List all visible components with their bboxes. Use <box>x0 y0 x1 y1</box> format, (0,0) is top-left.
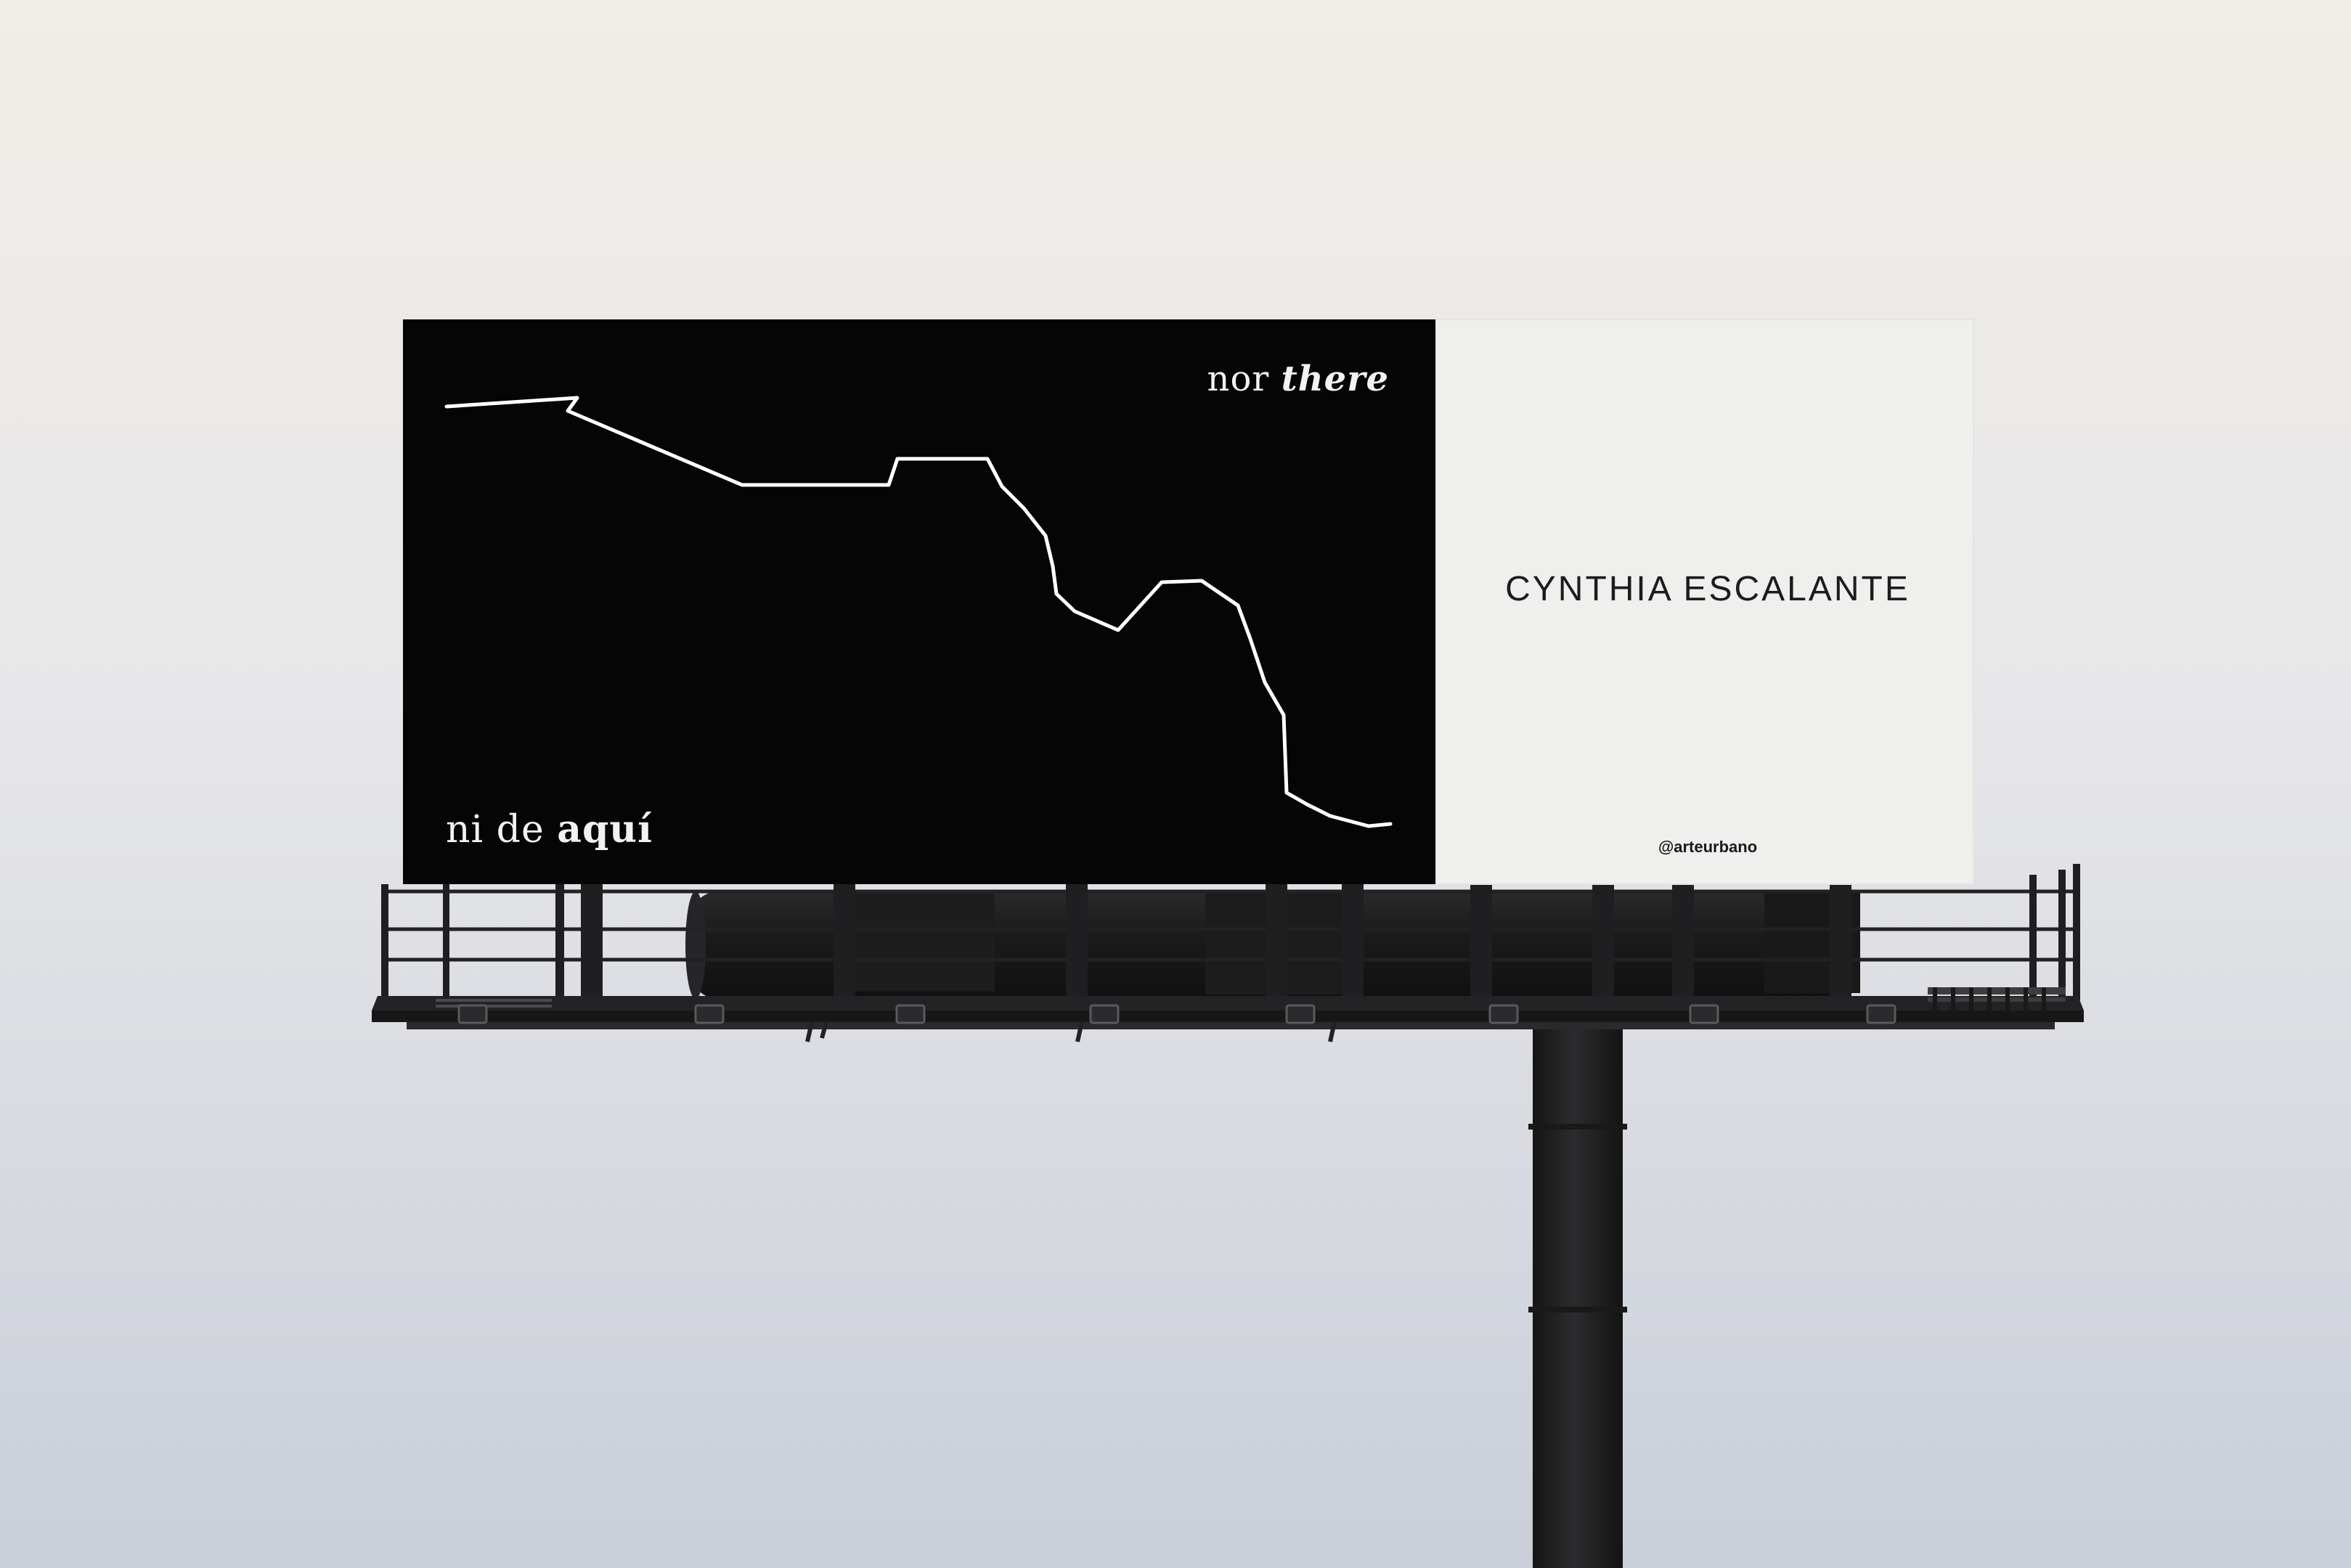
vertical-supports <box>381 864 2080 1011</box>
light-ad-panel <box>1436 319 1973 884</box>
border-line-artwork <box>444 396 1393 828</box>
catwalk-deck <box>372 987 2084 1029</box>
social-handle: @arteurbano <box>1658 838 1758 856</box>
artist-name: CYNTHIA ESCALANTE <box>1505 570 1910 608</box>
flood-lights <box>457 1004 1896 1024</box>
catwalk-railing <box>381 889 2073 962</box>
phrase-regular-word: nor <box>1207 359 1270 399</box>
billboard-pole <box>1507 1000 1649 1568</box>
phrase-ni-de-aqui: ni de aquí <box>446 811 653 849</box>
phrase-emphasis-word: aquí <box>557 807 653 852</box>
phrase-nor-there: nor there <box>1207 362 1389 396</box>
light-arms <box>805 1021 1337 1042</box>
dark-ad-panel <box>403 319 1436 884</box>
phrase-emphasis-word: there <box>1281 359 1389 399</box>
phrase-regular-word: ni de <box>446 808 545 852</box>
